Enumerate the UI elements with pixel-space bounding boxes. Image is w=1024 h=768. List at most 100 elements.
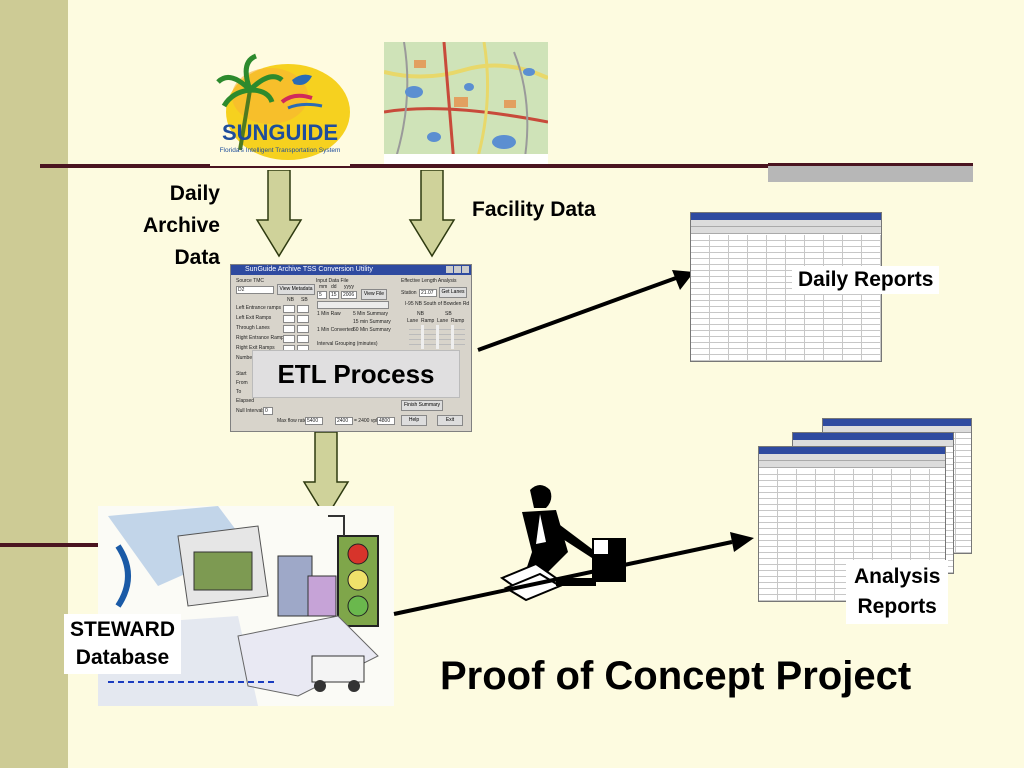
arrow-to-daily-reports xyxy=(477,270,694,352)
lane-header: Lane xyxy=(437,318,449,324)
ramp-input[interactable] xyxy=(283,305,295,313)
ramp-input[interactable] xyxy=(283,315,295,323)
arrow-to-analysis-reports xyxy=(393,532,754,616)
year-value: 2006 xyxy=(343,292,355,298)
day-value: 15 xyxy=(331,292,337,298)
dd-label: dd xyxy=(331,284,337,290)
left-decoration-bar xyxy=(0,0,68,768)
arrow-down-steward xyxy=(302,432,350,520)
option-15min-summary[interactable]: 15 min Summary xyxy=(353,319,391,325)
ramp-row-label: Left Entrance ramps xyxy=(236,305,282,311)
get-lanes-button[interactable]: Get Lanes xyxy=(439,287,467,298)
max-flow-rate-label: Max flow rate xyxy=(277,418,307,424)
input-data-file-label: Input Data File xyxy=(316,278,349,284)
day-input[interactable]: 15 xyxy=(329,291,339,299)
null-intervals-value: 0 xyxy=(265,408,268,414)
ramp-row-label: Right Entrance Ramps xyxy=(236,335,287,341)
sunguide-logo-text: SUNGUIDE xyxy=(222,120,338,145)
null-intervals-input[interactable]: 0 xyxy=(263,407,273,415)
spreadsheet-titlebar xyxy=(691,213,881,220)
sb-lane-header: SB xyxy=(445,311,452,317)
mm-label: mm xyxy=(319,284,328,290)
analysis-label-line-1: Analysis xyxy=(854,565,941,588)
window-controls xyxy=(446,266,469,273)
elapsed-label: Elapsed xyxy=(236,398,255,404)
interval-grouping-label: Interval Grouping (minutes) xyxy=(317,341,378,347)
facility-map xyxy=(384,42,548,164)
to-label: To xyxy=(236,389,242,395)
file-path-field[interactable] xyxy=(317,301,389,309)
spreadsheet-grid xyxy=(691,235,881,361)
sb-header: SB xyxy=(301,297,308,303)
ramp-input[interactable] xyxy=(297,335,309,343)
arrow-down-facility xyxy=(408,170,456,258)
top-divider-accent xyxy=(768,163,973,182)
maximize-icon[interactable] xyxy=(454,266,461,273)
station-label: Station xyxy=(401,290,417,296)
spreadsheet-toolbar xyxy=(759,454,945,461)
arrow-down-archive xyxy=(255,170,303,258)
start-label: Start xyxy=(236,371,247,377)
ramp-input[interactable] xyxy=(283,335,295,343)
ramp-row-label: Left Exit Ramps xyxy=(236,315,272,321)
ramp-header: Ramp xyxy=(451,318,465,324)
view-file-button[interactable]: View File xyxy=(361,289,387,300)
etl-window-title: SunGuide Archive TSS Conversion Utility xyxy=(231,265,471,275)
spreadsheet-toolbar xyxy=(691,227,881,234)
year-input[interactable]: 2006 xyxy=(341,291,357,299)
null-intervals-label: Null Intervals xyxy=(236,408,265,414)
analysis-reports-label: Analysis Reports xyxy=(846,560,949,624)
option-60min-summary[interactable]: 60 Min Summary xyxy=(353,327,391,333)
ramp-row-label: Through Lanes xyxy=(236,325,270,331)
station-value: 21.07 xyxy=(421,290,434,296)
daily-archive-line-1: Daily xyxy=(169,182,220,205)
top-divider xyxy=(40,164,972,168)
ramp-input[interactable] xyxy=(297,325,309,333)
max-flow-input-c[interactable]: 4800 xyxy=(377,417,395,425)
sunguide-logo-subtitle: Florida's Intelligent Transportation Sys… xyxy=(220,147,341,154)
max-flow-a-value: 5400 xyxy=(307,418,319,424)
nb-lane-header: NB xyxy=(417,311,424,317)
finish-summary-button[interactable]: Finish Summary xyxy=(401,400,443,411)
slide-title: Proof of Concept Project xyxy=(440,654,912,698)
from-label: From xyxy=(236,380,248,386)
close-icon[interactable] xyxy=(462,266,469,273)
lane-header: Lane xyxy=(407,318,419,324)
source-tmc-select[interactable]: D2 xyxy=(236,286,274,294)
etl-utility-window: SunGuide Archive TSS Conversion Utility … xyxy=(230,264,472,432)
max-flow-input-a[interactable]: 5400 xyxy=(305,417,323,425)
lane-radio-grid[interactable] xyxy=(409,325,465,349)
analyst-figure-clipart xyxy=(499,485,626,602)
max-flow-c-value: 4800 xyxy=(379,418,391,424)
spreadsheet-titlebar xyxy=(793,433,953,440)
location-label: I-95 NB South of Bowden Rd xyxy=(405,301,470,307)
source-tmc-value: D2 xyxy=(238,287,245,293)
spreadsheet-titlebar xyxy=(759,447,945,454)
steward-database-illustration xyxy=(98,506,394,706)
etl-process-label: ETL Process xyxy=(252,350,460,398)
exit-button[interactable]: Exit xyxy=(437,415,463,426)
steward-database-label: STEWARD Database xyxy=(64,614,181,674)
effective-length-label: Effective Length Analysis xyxy=(401,278,457,284)
ramp-input[interactable] xyxy=(283,325,295,333)
spreadsheet-toolbar xyxy=(759,461,945,468)
analysis-label-line-2: Reports xyxy=(857,595,937,618)
daily-archive-line-2: Archive xyxy=(142,214,220,237)
daily-reports-spreadsheet xyxy=(690,212,882,362)
option-5min-summary[interactable]: 5 Min Summary xyxy=(353,311,389,317)
steward-label-line-2: Database xyxy=(75,646,170,669)
station-input[interactable]: 21.07 xyxy=(419,289,437,297)
source-tmc-label: Source TMC xyxy=(236,278,264,284)
ramp-input[interactable] xyxy=(297,315,309,323)
option-1min-raw[interactable]: 1 Min Raw xyxy=(317,311,341,317)
yyyy-label: yyyy xyxy=(344,284,354,290)
minimize-icon[interactable] xyxy=(446,266,453,273)
month-input[interactable]: 5 xyxy=(317,291,327,299)
option-1min-converted[interactable]: 1 Min Converted xyxy=(317,327,354,333)
max-flow-unit: = 2400 vph xyxy=(354,418,379,424)
view-metadata-button[interactable]: View Metadata xyxy=(277,284,315,295)
ramp-input[interactable] xyxy=(297,305,309,313)
help-button[interactable]: Help xyxy=(401,415,427,426)
analysis-spreadsheet-front xyxy=(758,446,946,602)
max-flow-input-b[interactable]: 2400 xyxy=(335,417,353,425)
